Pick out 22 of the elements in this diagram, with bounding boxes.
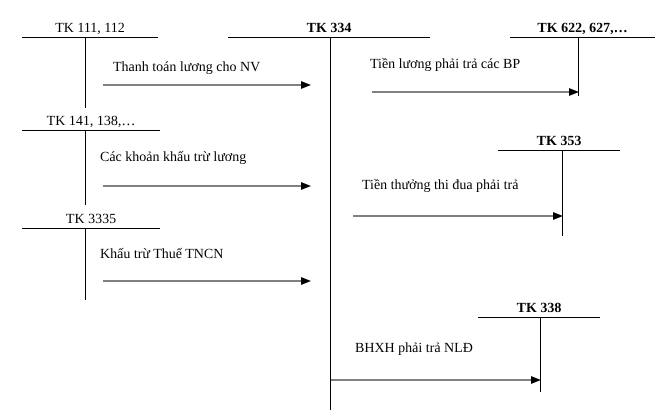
arrow [352,212,563,220]
arrow [102,277,311,285]
account-title: TK 141, 138,… [22,113,160,131]
arrow [102,81,311,89]
account-title: TK 338 [478,300,600,318]
arrow [372,88,579,96]
t-account [478,300,600,392]
account-title: TK 622, 627,… [510,20,655,38]
arrow [102,182,311,190]
t-account [22,113,160,205]
arrow [330,376,541,384]
account-title: TK 111, 112 [22,20,158,38]
edge-label: Khấu trừ Thuế TNCN [100,247,224,263]
edge-label: Tiền thưởng thi đua phải trả [362,178,518,194]
edge-label: BHXH phải trả NLĐ [355,341,473,357]
account-title: TK 3335 [22,211,160,229]
edge-label: Các khoản khấu trừ lương [100,150,246,166]
account-title: TK 353 [498,133,620,151]
t-account [498,133,620,236]
account-title: TK 334 [228,20,430,38]
edge-label: Thanh toán lương cho NV [113,60,260,76]
edge-label: Tiền lương phải trả các BP [370,57,520,73]
